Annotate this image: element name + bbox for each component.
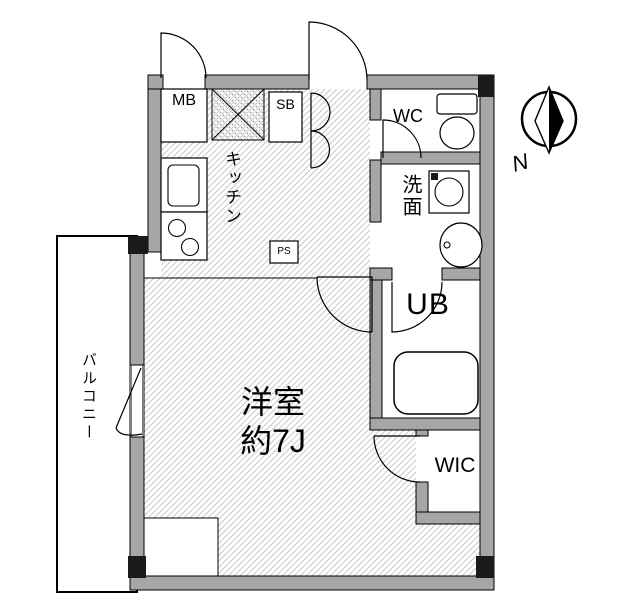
bathtub-icon — [393, 351, 479, 415]
fixtures — [160, 88, 483, 415]
room-label-main-line2: 約7J — [240, 423, 306, 459]
pillar-top-right — [478, 75, 494, 97]
north-needle-fill — [549, 87, 563, 153]
door-arc-wc — [382, 119, 422, 159]
toilet-tank-icon — [436, 93, 478, 115]
room-label-balcony: バルコニー — [80, 352, 97, 442]
meter-box — [160, 88, 208, 143]
pillar-bottom-right — [476, 556, 494, 578]
pillar-bottom-left — [128, 556, 146, 578]
wall-washroom-ub-left — [369, 267, 393, 281]
shaft-cross-icon — [211, 88, 265, 141]
room-label-main: 洋室 約7J — [193, 383, 353, 461]
kitchen-stove-unit — [160, 211, 208, 261]
door-arc-washroom — [316, 276, 373, 333]
door-swings — [115, 21, 443, 483]
wall-wc-washroom — [380, 151, 481, 165]
door-arc-bath — [391, 281, 443, 333]
compass-icon — [520, 85, 578, 155]
door-arc-wic — [373, 435, 421, 483]
wall-wic-left-stub — [415, 429, 429, 437]
toilet-bowl-icon — [439, 116, 475, 150]
wall-top-middle — [204, 74, 310, 90]
floor-notch — [144, 517, 219, 576]
door-arc-mb — [160, 32, 207, 79]
wall-wic-bottom — [415, 511, 481, 525]
room-label-wc: WC — [393, 106, 423, 126]
basin-drain-icon — [443, 241, 451, 249]
washer-faucet-icon — [431, 173, 438, 180]
room-label-sb: SB — [276, 96, 295, 112]
wash-basin-icon — [439, 222, 483, 268]
room-label-main-line1: 洋室 — [240, 384, 305, 420]
pillars — [128, 75, 494, 578]
balcony-window — [130, 364, 144, 438]
stove-burner-icon — [167, 218, 187, 238]
wall-left-upper — [147, 88, 162, 253]
window-swing-balcony — [115, 367, 143, 436]
door-arc-entry — [308, 21, 368, 81]
wall-washroom-ub-right — [441, 267, 481, 281]
door-arc-shoebox — [310, 92, 331, 169]
room-label-washroom: 洗面 — [399, 174, 421, 218]
balcony-outline — [56, 235, 138, 593]
wall-hall-wc-upper — [369, 88, 382, 121]
room-label-ub: UB — [406, 288, 450, 321]
room-label-ps: PS — [277, 246, 291, 257]
room-label-mb: MB — [172, 92, 196, 109]
wall-ub-wic — [369, 417, 481, 431]
wall-hall-wc-lower — [369, 159, 382, 223]
room-label-kitchen: キッチン — [222, 150, 241, 226]
pipe-space-box — [269, 240, 299, 264]
wall-top-right — [366, 74, 495, 90]
wall-bottom — [129, 575, 495, 591]
wall-right — [479, 88, 495, 577]
room-label-wic: WIC — [434, 454, 476, 477]
stove-burner-icon — [180, 237, 200, 257]
washer-drum-icon — [434, 177, 464, 207]
sink-basin-icon — [167, 164, 200, 207]
pillar-left-step — [128, 236, 148, 254]
shoe-box — [268, 91, 303, 143]
